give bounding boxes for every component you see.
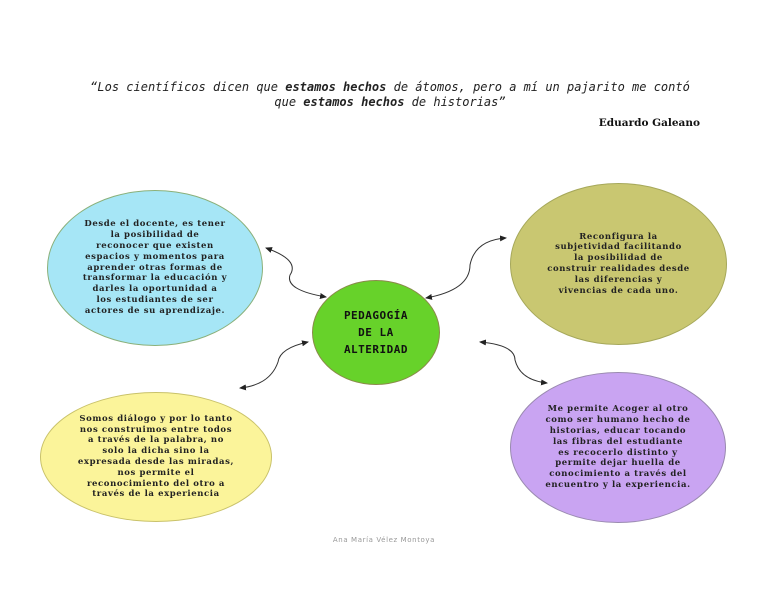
quote-emphasis: estamos hechos <box>285 80 387 94</box>
node-text: Me permite Acoger al otro como ser human… <box>545 404 691 490</box>
quote-text: de átomos, pero a mí un pajarito me cont… <box>386 80 690 94</box>
footer-author: Ana María Vélez Montoya <box>332 536 436 544</box>
quote-author: Eduardo Galeano <box>598 117 700 129</box>
quote-text: de historias” <box>404 95 506 109</box>
node-text: Desde el docente, es tener la posibilida… <box>82 219 228 316</box>
node-welcome-other: Me permite Acoger al otro como ser human… <box>510 372 726 523</box>
node-dialogue: Somos diálogo y por lo tanto nos constru… <box>40 392 272 522</box>
central-concept-text: PEDAGOGÍA DE LA ALTERIDAD <box>343 309 409 356</box>
quote-text: que <box>274 95 304 109</box>
arrow-top-right <box>425 235 507 300</box>
node-subjectivity: Reconfigura la subjetividad facilitando … <box>510 183 727 345</box>
node-text: Somos diálogo y por lo tanto nos constru… <box>77 413 235 500</box>
quote: “Los científicos dicen que estamos hecho… <box>80 80 700 110</box>
quote-emphasis: estamos hechos <box>303 95 405 109</box>
quote-text: “Los científicos dicen que <box>90 80 286 94</box>
central-concept: PEDAGOGÍA DE LA ALTERIDAD <box>312 280 440 385</box>
arrow-bottom-right <box>479 339 548 386</box>
arrow-bottom-left <box>239 340 309 391</box>
node-text: Reconfigura la subjetividad facilitando … <box>547 231 690 296</box>
node-teacher-possibility: Desde el docente, es tener la posibilida… <box>47 190 263 346</box>
arrow-top-left <box>265 247 327 299</box>
